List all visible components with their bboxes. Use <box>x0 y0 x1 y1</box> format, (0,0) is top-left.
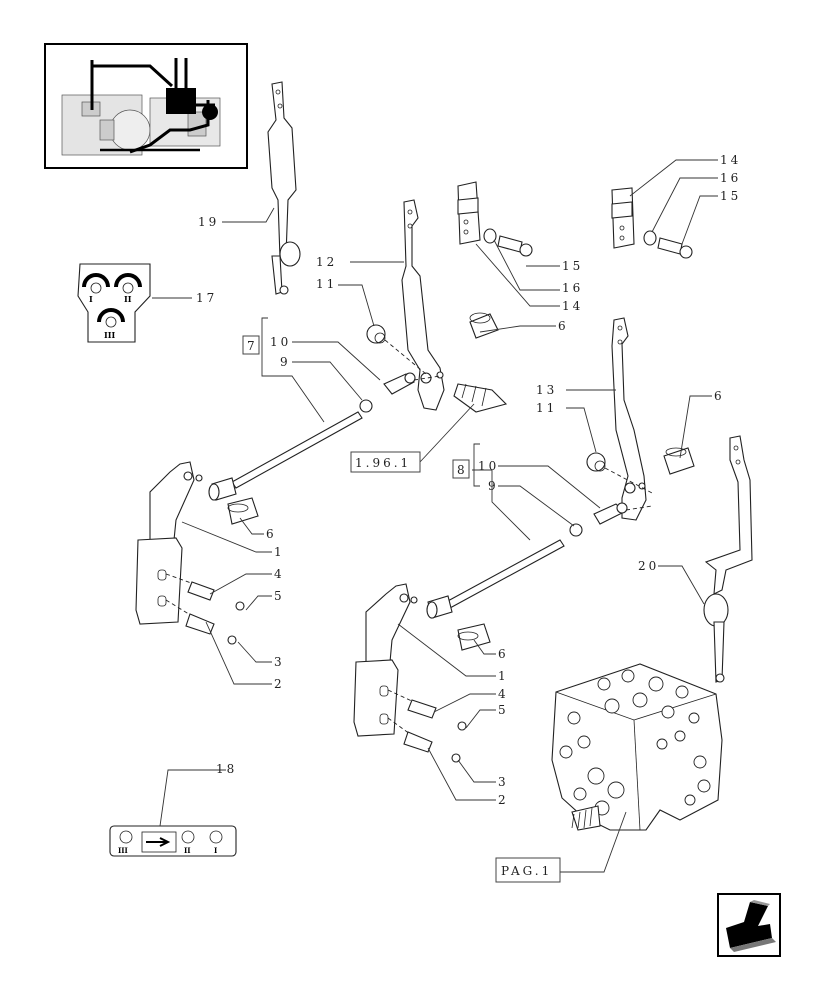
position-iii-label: III <box>104 330 115 340</box>
callout-8-box <box>452 459 470 479</box>
callout-labels: 19 17 12 11 10 9 7 1.96.1 6 1 4 5 3 2 15… <box>196 153 741 883</box>
callout-5-left: 5 <box>274 589 285 603</box>
joint-part-1961 <box>453 383 508 413</box>
callout-19: 19 <box>198 215 219 229</box>
position-ii-label: II <box>124 294 132 304</box>
callout-14-mid: 14 <box>562 299 583 313</box>
previous-page-arrow-icon[interactable] <box>717 893 781 957</box>
callout-20: 20 <box>638 559 659 573</box>
callout-2-right: 2 <box>498 793 509 807</box>
lever-13 <box>611 317 647 521</box>
callout-16-mid: 16 <box>562 281 583 295</box>
rod-upper <box>208 411 363 501</box>
bracket-14b <box>611 187 693 259</box>
callout-11-upper: 11 <box>316 277 337 291</box>
callout-15-right: 15 <box>720 189 741 203</box>
bushing-11a <box>366 324 386 344</box>
callout-11-lower: 11 <box>536 401 557 415</box>
callout-9-upper: 9 <box>280 355 291 369</box>
rod-end-10a <box>359 372 441 413</box>
lever-position-plate: I II III <box>77 263 151 343</box>
callout-8[interactable]: 8 <box>457 463 468 477</box>
lever-12 <box>401 199 445 411</box>
leader-lines <box>152 159 718 873</box>
reference-1961-box[interactable] <box>350 451 421 473</box>
bracket-14a <box>457 181 533 257</box>
callout-10-lower: 10 <box>478 459 499 473</box>
callout-1-right: 1 <box>498 669 509 683</box>
callout-12: 12 <box>316 255 337 269</box>
callout-18: 18 <box>216 762 237 776</box>
reference-pag1[interactable]: PAG.1 <box>501 864 552 878</box>
callout-2-left: 2 <box>274 677 285 691</box>
sleeve-6d <box>457 623 491 651</box>
callout-4-right: 4 <box>498 687 509 701</box>
pins-right <box>387 689 467 763</box>
lever-selector-strip: III II I <box>109 825 237 857</box>
strip-iii-label: III <box>118 846 128 855</box>
lever-20 <box>703 435 753 683</box>
bushing-11b <box>586 452 606 472</box>
callout-15-mid: 15 <box>562 259 583 273</box>
callout-16-right: 16 <box>720 171 741 185</box>
callout-13: 13 <box>536 383 557 397</box>
sleeve-6c <box>663 447 695 475</box>
callout-6-left: 6 <box>266 527 277 541</box>
callout-6-mid: 6 <box>558 319 569 333</box>
callout-17: 17 <box>196 291 217 305</box>
callout-14-right: 14 <box>720 153 741 167</box>
callout-6-lower: 6 <box>498 647 509 661</box>
callout-3-left: 3 <box>274 655 285 669</box>
lever-1a <box>135 461 203 625</box>
reference-1961[interactable]: 1.96.1 <box>355 456 411 470</box>
reference-pag1-box[interactable] <box>495 857 561 883</box>
hydraulic-system-thumbnail-icon[interactable] <box>44 43 248 169</box>
callout-4-left: 4 <box>274 567 285 581</box>
lever-1b <box>353 583 418 737</box>
sleeve-6a <box>227 497 259 525</box>
callout-7-box <box>242 335 260 355</box>
callout-3-right: 3 <box>498 775 509 789</box>
callout-9-lower: 9 <box>488 479 499 493</box>
callout-10-upper: 10 <box>270 335 291 349</box>
callout-7[interactable]: 7 <box>247 339 258 353</box>
sleeve-6b <box>469 312 499 339</box>
callout-6-right: 6 <box>714 389 725 403</box>
strip-i-label: I <box>214 846 217 855</box>
strip-ii-label: II <box>184 846 191 855</box>
rod-lower <box>426 539 565 619</box>
lever-19 <box>267 81 301 295</box>
rod-end-10b <box>569 502 653 537</box>
position-i-label: I <box>89 294 93 304</box>
control-valve-assembly <box>551 663 723 831</box>
callout-5-right: 5 <box>498 703 509 717</box>
callout-1-left: 1 <box>274 545 285 559</box>
pins-left <box>165 573 245 645</box>
